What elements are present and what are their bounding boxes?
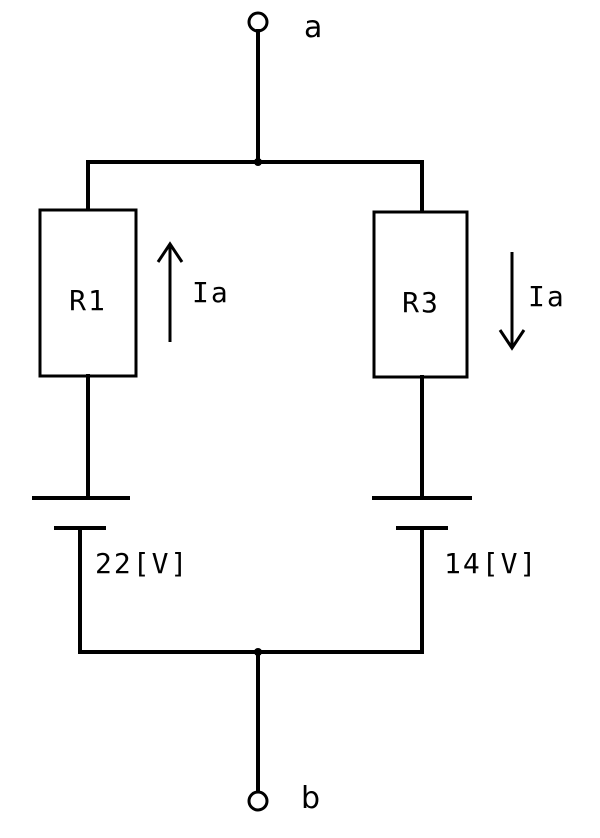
terminal-a-label: a: [304, 10, 322, 45]
resistor-r3-label: R3: [402, 286, 440, 319]
terminal-b: [247, 790, 269, 812]
current-right-label: Ia: [528, 280, 566, 313]
terminal-a: [247, 11, 269, 33]
source-left-label: 22[V]: [95, 547, 189, 580]
resistor-r1-label: R1: [69, 284, 107, 317]
terminal-b-label: b: [301, 781, 320, 816]
resistor-r1: [38, 208, 138, 378]
arrow-up-icon: [156, 241, 184, 342]
arrow-down-icon: [498, 252, 526, 351]
source-right-label: 14[V]: [444, 547, 538, 580]
current-left-label: Ia: [192, 276, 230, 309]
